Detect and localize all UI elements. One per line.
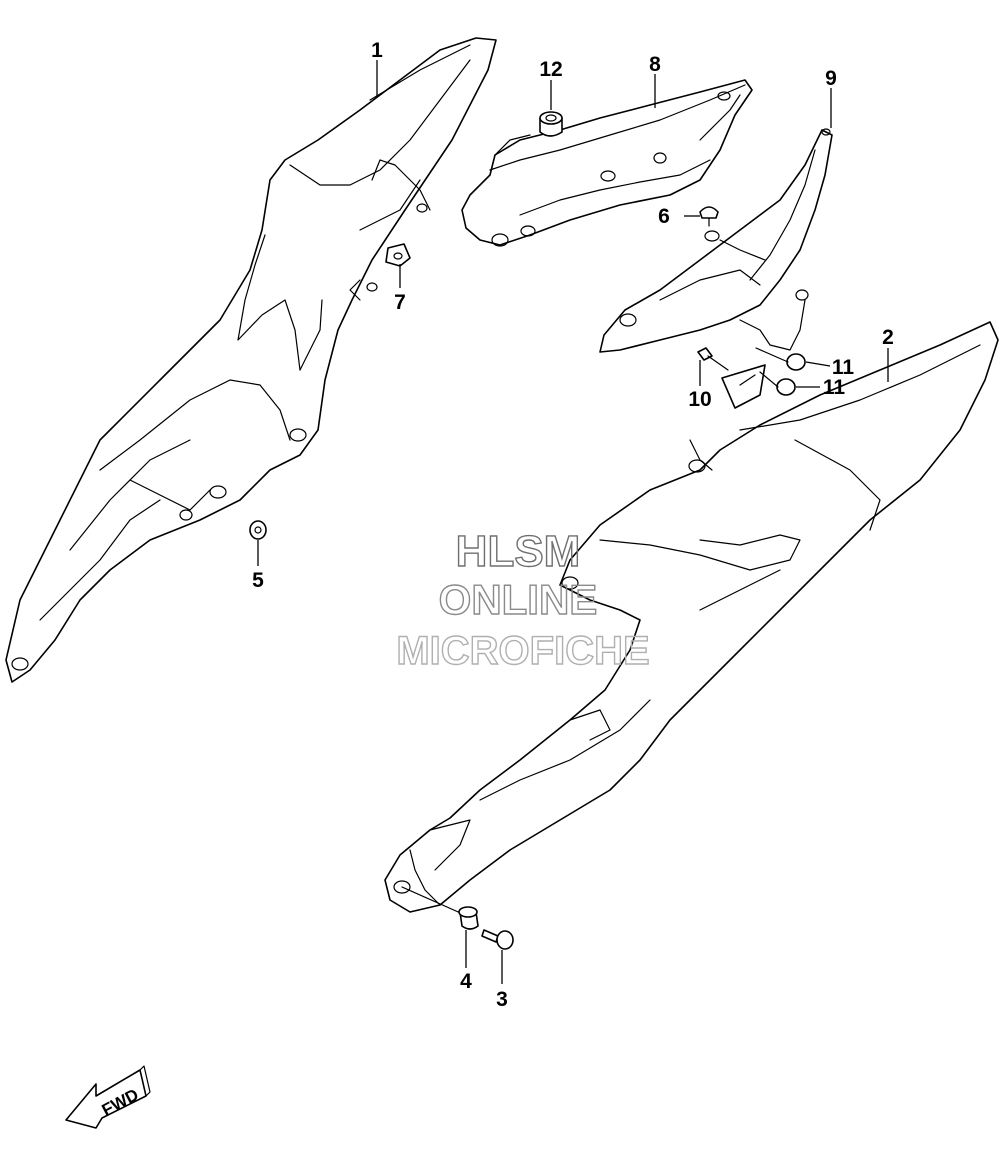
callout-6: 6 xyxy=(658,205,670,228)
callout-4: 4 xyxy=(460,970,472,993)
callout-5: 5 xyxy=(252,569,264,592)
part-2-right-frame-cover[interactable] xyxy=(384,321,999,916)
watermark-line-3: MICROFICHE xyxy=(396,629,649,673)
callout-labels: 1 2 3 4 5 6 7 8 9 10 11 11 12 xyxy=(252,39,894,1011)
callout-9: 9 xyxy=(825,67,837,90)
fwd-arrow-icon: FWD xyxy=(65,1065,151,1129)
part-4-collar[interactable] xyxy=(458,906,479,930)
part-7-nut-clip[interactable] xyxy=(385,243,411,267)
part-3-bolt[interactable] xyxy=(481,929,514,950)
leader-lines xyxy=(257,60,889,984)
watermark-line-1: HLSM xyxy=(456,527,581,576)
part-11-screw-upper[interactable] xyxy=(755,347,806,371)
watermark-line-2: ONLINE xyxy=(439,576,598,623)
part-11-screw-lower[interactable] xyxy=(759,371,796,396)
part-5-grommet[interactable] xyxy=(249,520,267,540)
callout-1: 1 xyxy=(371,39,383,62)
watermark: HLSM ONLINE MICROFICHE xyxy=(396,526,651,673)
callout-8: 8 xyxy=(649,53,661,76)
part-6-clip[interactable] xyxy=(699,206,719,227)
part-8-inner-panel[interactable] xyxy=(461,79,753,247)
callout-11-upper: 11 xyxy=(832,356,855,379)
callout-7: 7 xyxy=(394,291,406,314)
callout-10: 10 xyxy=(688,388,711,411)
part-9-rear-panel[interactable] xyxy=(599,128,833,353)
part-10-bracket-screw[interactable] xyxy=(697,347,766,409)
callout-2: 2 xyxy=(882,326,894,349)
callout-3: 3 xyxy=(496,988,508,1011)
part-1-left-frame-cover[interactable] xyxy=(5,37,497,683)
part-12-grommet[interactable] xyxy=(539,111,563,137)
callout-12: 12 xyxy=(539,58,562,81)
callout-11-lower: 11 xyxy=(823,376,846,399)
